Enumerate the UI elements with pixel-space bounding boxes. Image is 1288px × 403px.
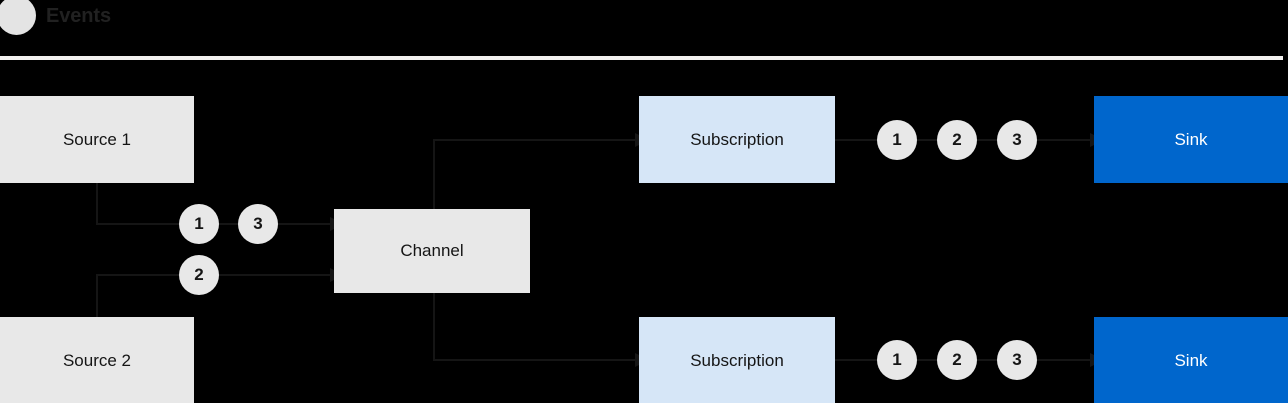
edge-source2-channel: [96, 274, 330, 317]
token-src1-3: 3: [238, 204, 278, 244]
node-sink_bottom[interactable]: Sink: [1094, 317, 1288, 403]
edge-channel-subscription-bottom: [433, 293, 635, 361]
token-subtop-1: 1: [877, 120, 917, 160]
node-source1[interactable]: Source 1: [0, 96, 194, 183]
token-label: 2: [194, 265, 204, 284]
token-label: 3: [1012, 350, 1022, 369]
token-subtop-2: 2: [937, 120, 977, 160]
node-label: Source 1: [62, 129, 132, 149]
node-label: Source 2: [62, 350, 132, 370]
node-label: Subscription: [690, 129, 784, 149]
header-divider: [0, 56, 1283, 60]
token-src2-2: 2: [179, 255, 219, 295]
node-label: Channel: [400, 241, 464, 260]
page-header: Events: [0, 0, 1288, 60]
token-label: 2: [952, 350, 962, 369]
circle-icon: [0, 0, 36, 35]
page-title: Events: [46, 5, 111, 27]
node-label: Sink: [1174, 129, 1208, 149]
token-label: 3: [253, 214, 263, 233]
token-label: 1: [194, 214, 204, 233]
token-label: 1: [892, 350, 902, 369]
token-subbot-2: 2: [937, 340, 977, 380]
node-subscription_top[interactable]: Subscription: [639, 96, 835, 183]
token-subbot-1: 1: [877, 340, 917, 380]
node-source2[interactable]: Source 2: [0, 317, 194, 403]
edge-channel-subscription-top: [433, 139, 635, 209]
node-label: Subscription: [690, 350, 784, 370]
token-label: 1: [892, 130, 902, 149]
token-label: 3: [1012, 130, 1022, 149]
token-subtop-3: 3: [997, 120, 1037, 160]
node-channel[interactable]: Channel: [334, 209, 530, 293]
token-subbot-3: 3: [997, 340, 1037, 380]
node-subscription_bottom[interactable]: Subscription: [639, 317, 835, 403]
token-label: 2: [952, 130, 962, 149]
node-sink_top[interactable]: Sink: [1094, 96, 1288, 183]
token-src1-1: 1: [179, 204, 219, 244]
node-label: Sink: [1174, 350, 1208, 370]
